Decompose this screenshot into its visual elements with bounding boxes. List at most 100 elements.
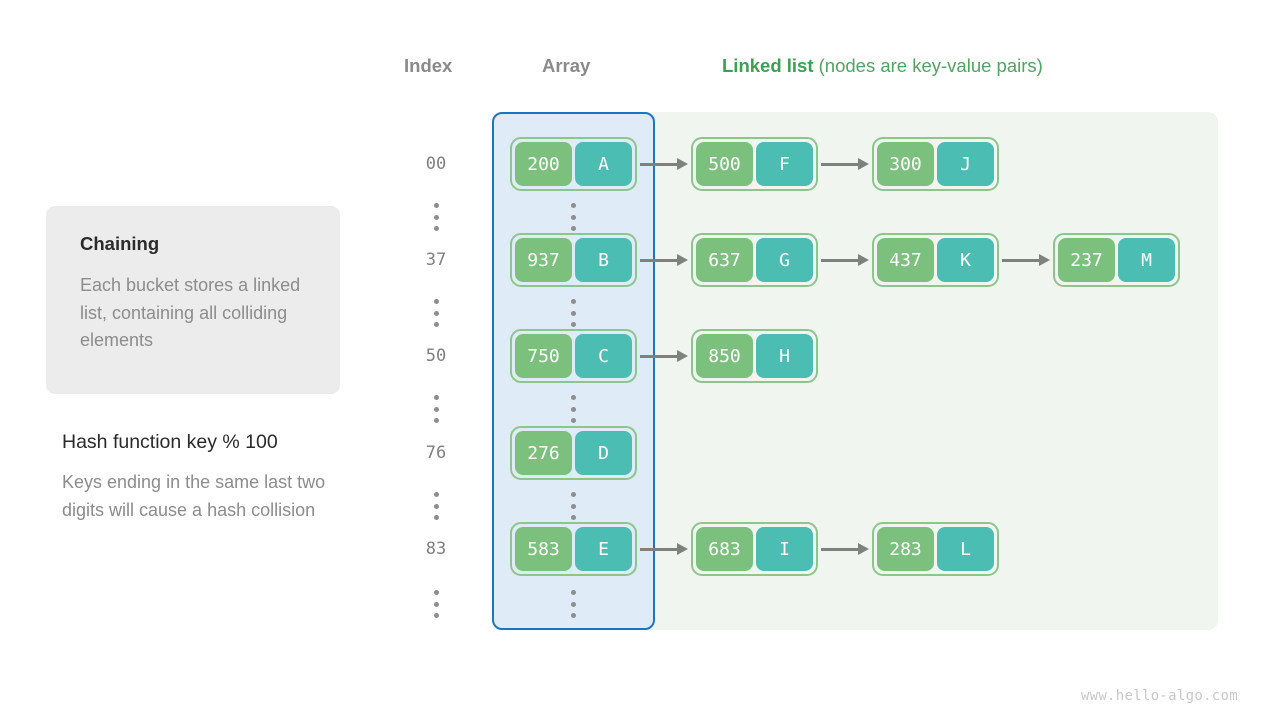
index-ellipsis-icon bbox=[426, 492, 446, 520]
arrow-shaft bbox=[821, 163, 859, 166]
arrow-shaft bbox=[640, 259, 678, 262]
node-value-cell: D bbox=[575, 431, 632, 475]
bucket-index-label: 50 bbox=[425, 346, 447, 366]
node-value-cell: I bbox=[756, 527, 813, 571]
arrow-head bbox=[1039, 253, 1050, 266]
source-watermark: www.hello-algo.com bbox=[1080, 688, 1238, 704]
arrow-shaft bbox=[640, 163, 678, 166]
arrow-head bbox=[858, 253, 869, 266]
node-key-cell: 437 bbox=[877, 238, 934, 282]
bucket-index-label: 83 bbox=[425, 539, 447, 559]
node-value-cell: F bbox=[756, 142, 813, 186]
array-ellipsis-icon bbox=[563, 590, 583, 618]
header-index: Index bbox=[404, 55, 453, 76]
array-ellipsis-icon bbox=[563, 203, 583, 231]
node-value-cell: B bbox=[575, 238, 632, 282]
node-value-cell: K bbox=[937, 238, 994, 282]
node-value-cell: H bbox=[756, 334, 813, 378]
index-ellipsis-icon bbox=[426, 203, 446, 231]
next-pointer-arrow bbox=[821, 542, 869, 555]
arrow-head bbox=[677, 157, 688, 170]
arrow-head bbox=[677, 542, 688, 555]
node-value-cell: J bbox=[937, 142, 994, 186]
next-pointer-arrow bbox=[640, 349, 688, 362]
node-key-cell: 583 bbox=[515, 527, 572, 571]
arrow-head bbox=[858, 542, 869, 555]
node-key-cell: 683 bbox=[696, 527, 753, 571]
node-value-cell: A bbox=[575, 142, 632, 186]
node-key-cell: 750 bbox=[515, 334, 572, 378]
column-headers: Index Array Linked list (nodes are key-v… bbox=[0, 55, 1280, 85]
arrow-shaft bbox=[821, 259, 859, 262]
header-array: Array bbox=[542, 55, 591, 76]
arrow-shaft bbox=[640, 548, 678, 551]
array-ellipsis-icon bbox=[563, 299, 583, 327]
header-linked-list-strong: Linked list bbox=[722, 55, 814, 76]
hash-function-description: Keys ending in the same last two digits … bbox=[62, 472, 326, 520]
arrow-shaft bbox=[640, 355, 678, 358]
arrow-shaft bbox=[821, 548, 859, 551]
node-key-cell: 237 bbox=[1058, 238, 1115, 282]
arrow-head bbox=[677, 253, 688, 266]
node-key-cell: 850 bbox=[696, 334, 753, 378]
bucket-index-label: 00 bbox=[425, 154, 447, 174]
chaining-info-card: Chaining Each bucket stores a linked lis… bbox=[46, 206, 340, 394]
chaining-title: Chaining bbox=[80, 233, 160, 254]
next-pointer-arrow bbox=[1002, 253, 1050, 266]
array-ellipsis-icon bbox=[563, 395, 583, 423]
hash-function-title: Hash function key % 100 bbox=[62, 431, 278, 453]
index-ellipsis-icon bbox=[426, 590, 446, 618]
next-pointer-arrow bbox=[640, 542, 688, 555]
arrow-shaft bbox=[1002, 259, 1040, 262]
chaining-description: Each bucket stores a linked list, contai… bbox=[80, 275, 301, 351]
next-pointer-arrow bbox=[640, 157, 688, 170]
arrow-head bbox=[858, 157, 869, 170]
node-key-cell: 300 bbox=[877, 142, 934, 186]
node-key-cell: 637 bbox=[696, 238, 753, 282]
node-key-cell: 283 bbox=[877, 527, 934, 571]
node-value-cell: E bbox=[575, 527, 632, 571]
next-pointer-arrow bbox=[821, 157, 869, 170]
node-value-cell: C bbox=[575, 334, 632, 378]
node-key-cell: 200 bbox=[515, 142, 572, 186]
node-value-cell: M bbox=[1118, 238, 1175, 282]
index-ellipsis-icon bbox=[426, 395, 446, 423]
array-ellipsis-icon bbox=[563, 492, 583, 520]
header-linked-list-note: (nodes are key-value pairs) bbox=[813, 55, 1043, 76]
bucket-index-label: 76 bbox=[425, 443, 447, 463]
node-value-cell: G bbox=[756, 238, 813, 282]
bucket-index-label: 37 bbox=[425, 250, 447, 270]
hash-function-note: Hash function key % 100 Keys ending in t… bbox=[62, 431, 362, 524]
index-ellipsis-icon bbox=[426, 299, 446, 327]
node-key-cell: 500 bbox=[696, 142, 753, 186]
arrow-head bbox=[677, 349, 688, 362]
next-pointer-arrow bbox=[640, 253, 688, 266]
next-pointer-arrow bbox=[821, 253, 869, 266]
node-key-cell: 276 bbox=[515, 431, 572, 475]
node-value-cell: L bbox=[937, 527, 994, 571]
node-key-cell: 937 bbox=[515, 238, 572, 282]
header-linked-list: Linked list (nodes are key-value pairs) bbox=[722, 55, 1043, 77]
